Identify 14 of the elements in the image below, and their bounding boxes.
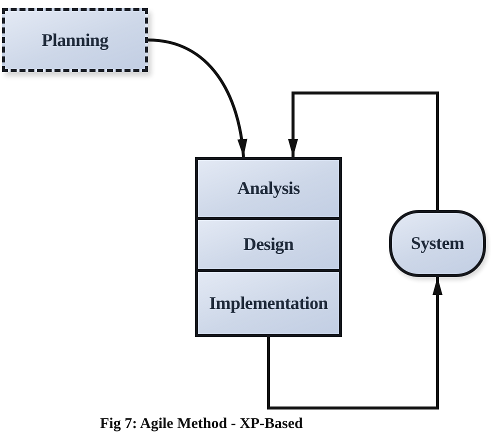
arrow (148, 38, 247, 158)
box-label: Design (243, 234, 294, 255)
terminal-box (389, 210, 486, 277)
arrow (267, 277, 442, 410)
box-label: Implementation (209, 292, 328, 314)
figure-caption: Fig 7: Agile Method - XP-Based (100, 416, 303, 433)
box-label: Analysis (237, 178, 300, 199)
process-box (195, 272, 342, 337)
arrow (288, 92, 439, 210)
process-box (2, 8, 148, 72)
box-label: System (410, 233, 464, 254)
process-box (195, 157, 342, 220)
process-box (195, 220, 342, 272)
box-label: Planning (42, 30, 108, 50)
